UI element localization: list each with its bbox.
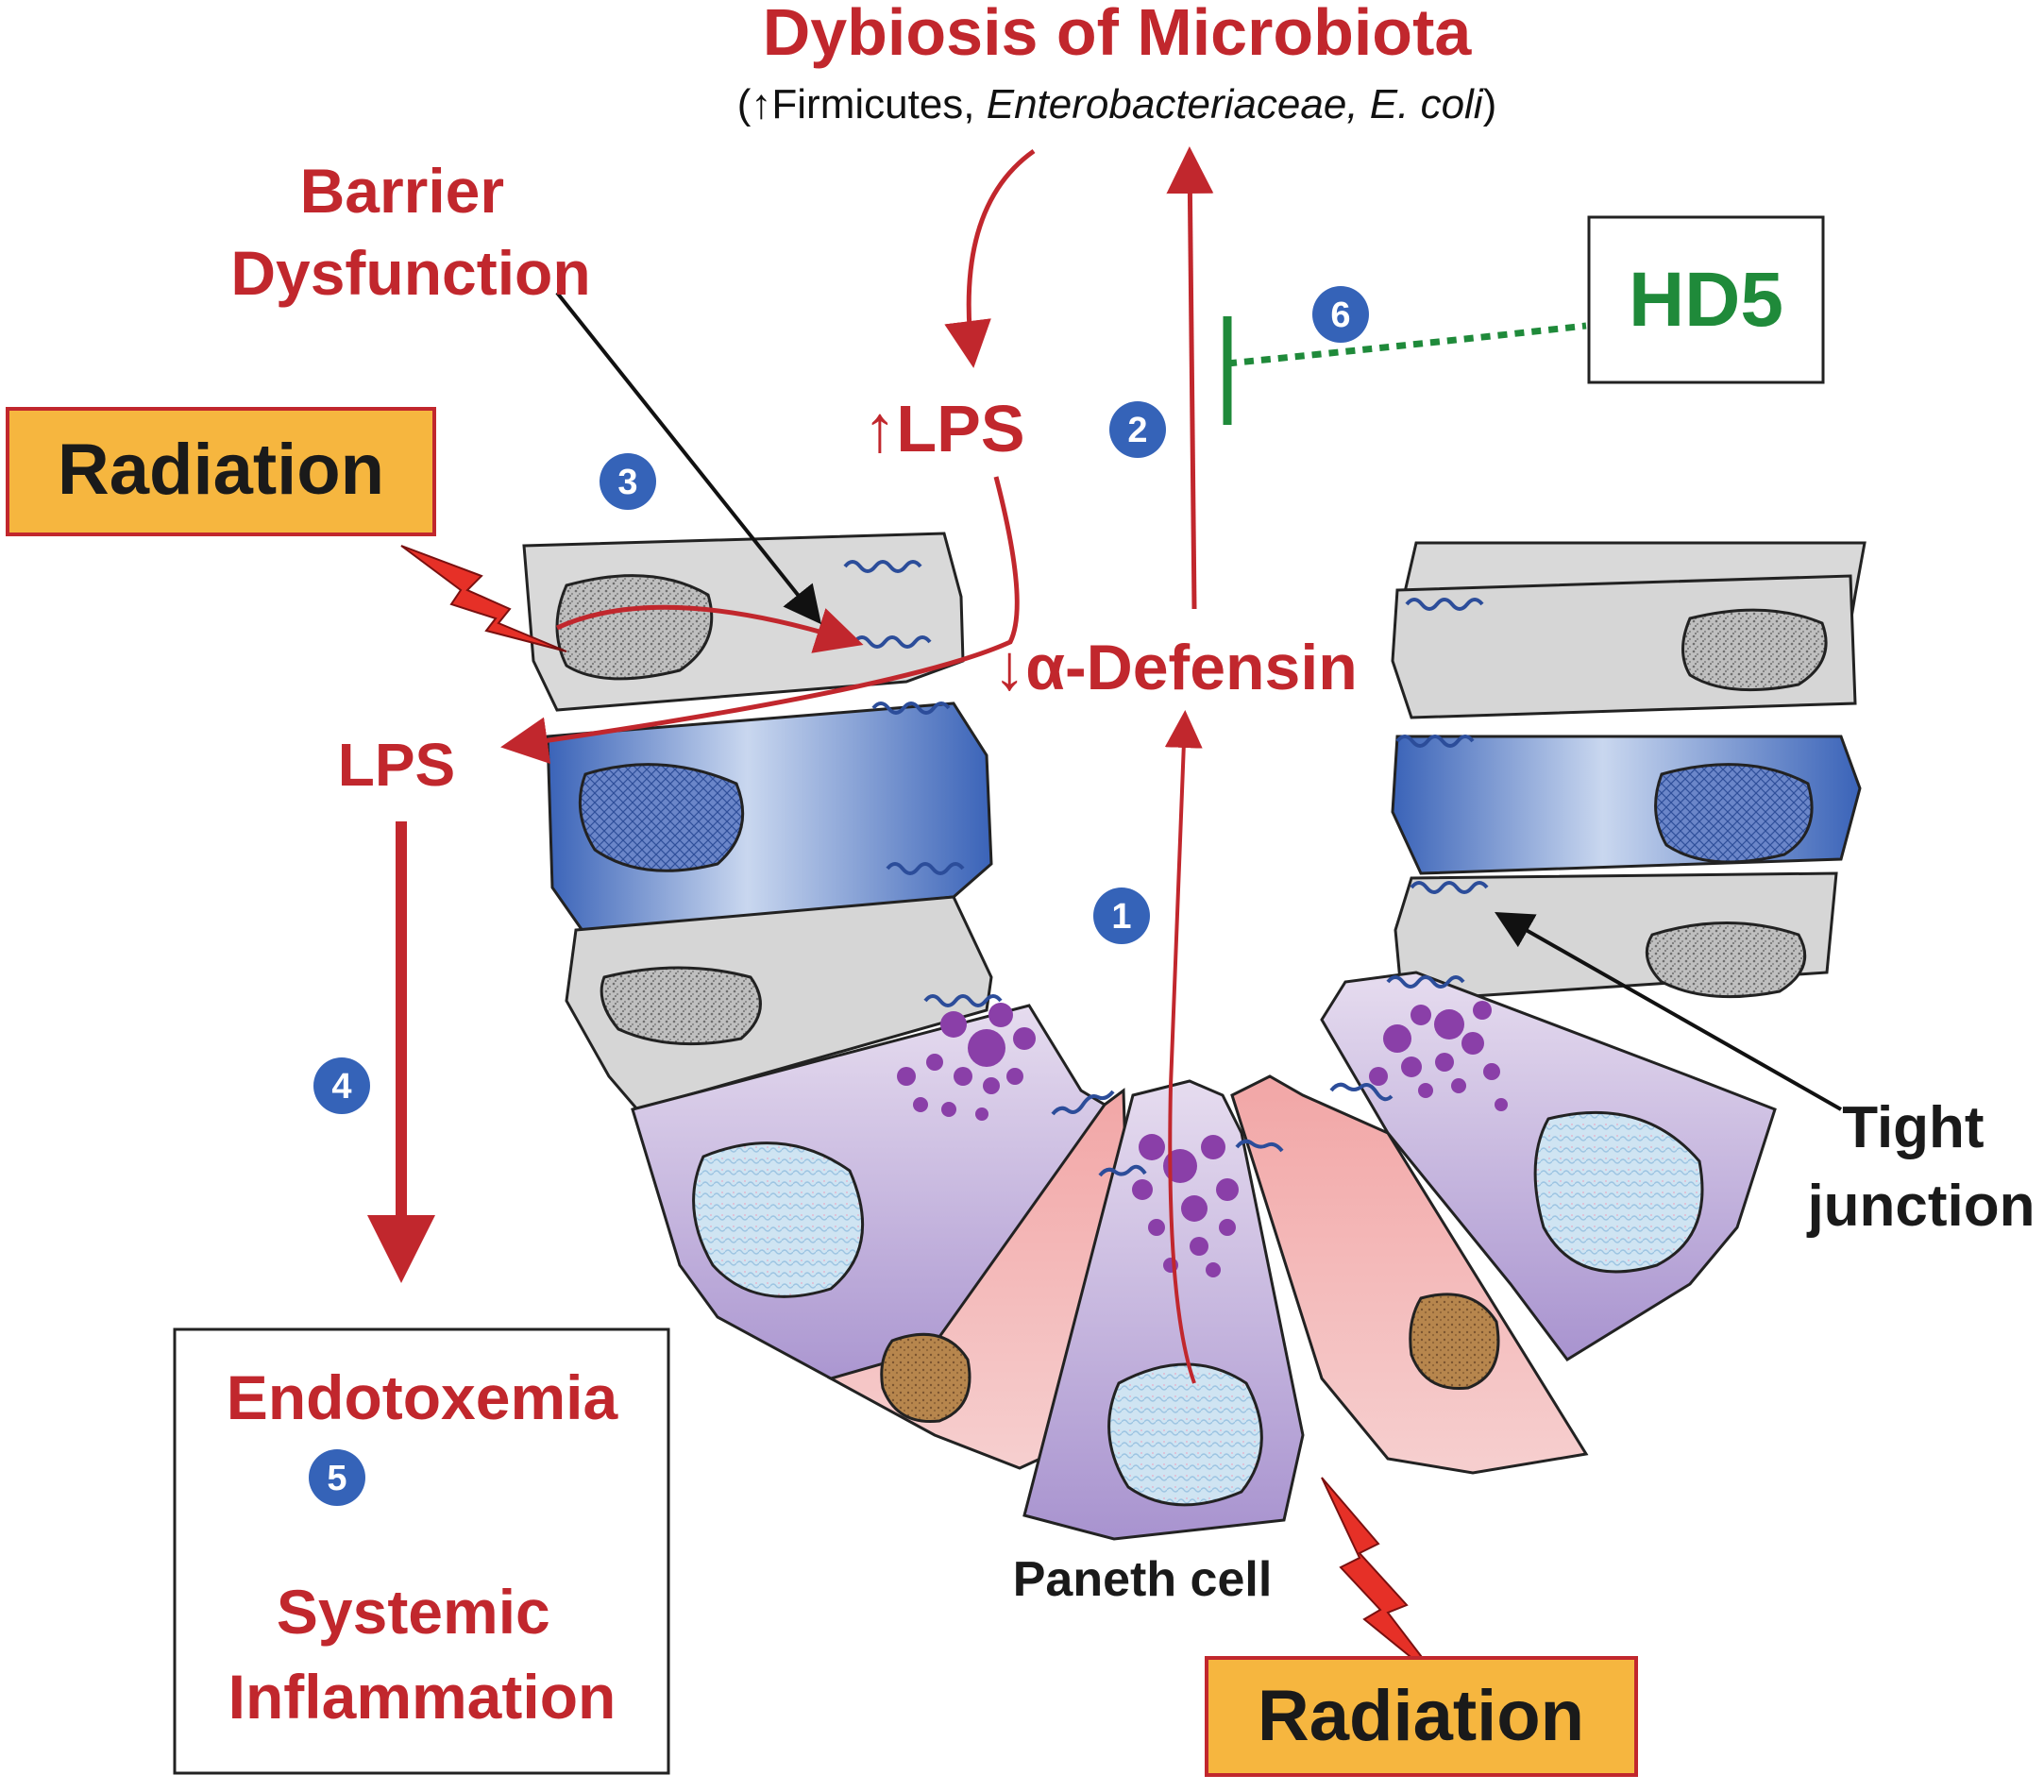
arrow-radiation-red-curve (555, 604, 864, 653)
endotoxemia-label: Endotoxemia (227, 1362, 619, 1432)
nucleus-brown (1409, 1293, 1500, 1391)
title-dysbiosis: Dybiosis of Microbiota (763, 0, 1473, 69)
nucleus-brown (880, 1332, 971, 1424)
step-1-marker: 1 (1093, 888, 1150, 944)
step-5-marker: 5 (309, 1449, 365, 1506)
hd5-inhibition-line (1226, 322, 1587, 367)
nucleus-pale (1533, 1110, 1704, 1274)
tight-junction-label: Tight junction (1806, 1095, 2035, 1239)
svg-text:1: 1 (1111, 897, 1131, 937)
right-pink-cell (1230, 1074, 1589, 1475)
radiation-label-bottom: Radiation (1258, 1676, 1584, 1756)
hd5-box (1587, 215, 1825, 384)
hd5-label: HD5 (1629, 257, 1783, 343)
arrow-lps-across-barrier (500, 476, 1020, 765)
paneth-granules (897, 1001, 1508, 1277)
left-gray-cell-2 (565, 895, 993, 1111)
paneth-cell-label: Paneth cell (1013, 1552, 1273, 1607)
nucleus-blue (578, 763, 745, 872)
lps-increase-label: ↑LPS (863, 392, 1024, 465)
step-markers: 1 2 3 4 5 6 (309, 286, 1369, 1506)
svg-text:2: 2 (1127, 411, 1147, 450)
nucleus-gray (1681, 608, 1828, 692)
arrow-paneth-to-alpha-defensin (1164, 710, 1203, 1384)
lightning-bolt-icon (1321, 1477, 1441, 1682)
step-6-marker: 6 (1312, 286, 1369, 343)
outcome-box (173, 1327, 670, 1775)
systemic-inflammation-label: Systemic Inflammation (228, 1577, 617, 1732)
alpha-defensin-label: ↓α-Defensin (993, 632, 1358, 703)
svg-text:4: 4 (331, 1067, 351, 1107)
arrow-alpha-defensin-to-dysbiosis (1166, 146, 1214, 610)
subtitle-taxa: (↑Firmicutes, Enterobacteriaceae, E. col… (737, 81, 1497, 127)
nuclei (555, 574, 1828, 1507)
arrow-tight-junction-pointer (1495, 912, 1842, 1111)
arrow-barrier-pointer (555, 291, 821, 625)
nucleus-pale (1107, 1362, 1263, 1507)
radiation-label-top: Radiation (58, 430, 384, 510)
radiation-box-bottom (1205, 1656, 1638, 1777)
step-4-marker: 4 (313, 1057, 370, 1114)
svg-text:5: 5 (327, 1459, 346, 1498)
nucleus-gray (1645, 921, 1807, 999)
step-3-marker: 3 (600, 453, 656, 510)
arrow-dysbiosis-to-lps (944, 148, 1036, 368)
lps-label: LPS (338, 731, 455, 799)
step-2-marker: 2 (1109, 401, 1166, 458)
nucleus-gray (555, 574, 714, 681)
arrows (367, 146, 1842, 1576)
radiation-box-top (6, 407, 436, 536)
nucleus-blue (1654, 763, 1814, 864)
lightning-bolt-icon (400, 545, 567, 652)
svg-text:3: 3 (617, 463, 637, 502)
nucleus-pale (692, 1141, 865, 1298)
nucleus-gray (600, 966, 762, 1046)
tight-junctions (843, 560, 1489, 1177)
barrier-dysfunction-label: Barrier Dysfunction (230, 156, 590, 308)
left-blue-cell (546, 702, 993, 937)
svg-text:6: 6 (1330, 296, 1350, 335)
